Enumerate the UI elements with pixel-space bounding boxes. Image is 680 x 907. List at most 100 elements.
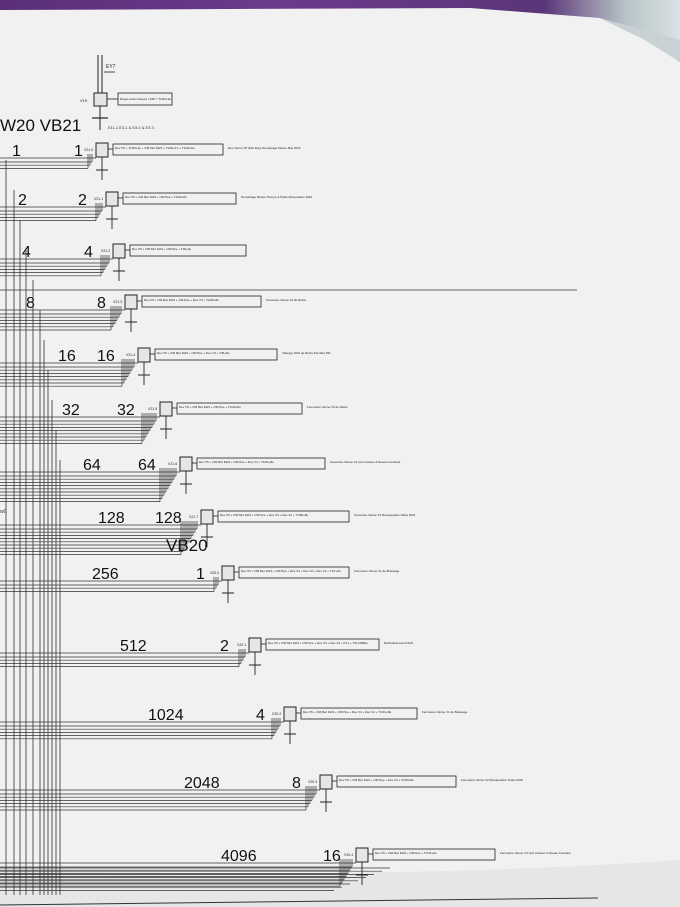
rung-number: 32 bbox=[62, 402, 80, 419]
step-id: V21.0 bbox=[84, 148, 93, 152]
condition-box bbox=[217, 510, 350, 523]
side-label: w0 bbox=[0, 509, 7, 515]
condition-box bbox=[129, 244, 247, 257]
step-box bbox=[179, 456, 193, 472]
step-box bbox=[95, 142, 109, 158]
step-number: 4 bbox=[256, 707, 265, 724]
condition-box bbox=[141, 295, 262, 308]
condition-text: Dev V5 + OM Mot DHS + OM Ppe + Dev V4 + … bbox=[303, 710, 391, 714]
step-id: V21.4 bbox=[126, 353, 135, 357]
condition-text: Dev V5 + OM Mot DHS + OM Ppe + Dev V3 + … bbox=[144, 298, 219, 302]
rung-number: 16 bbox=[58, 348, 76, 365]
condition-text: Dev V5 + OM Mot DHS + OM Ppe + Dev V4 + … bbox=[199, 460, 274, 464]
rung-number: 128 bbox=[98, 510, 125, 527]
step-number: 8 bbox=[292, 775, 301, 792]
top-step-id: V19 bbox=[80, 98, 88, 103]
step-id: V21.2 bbox=[101, 249, 110, 253]
bus-code: E11.1 E3.1 & E3.2 & E3.3 bbox=[108, 125, 155, 130]
condition-text: Dev V5 + T1/60+9u + OM Mot DHS + T1/60+T… bbox=[115, 146, 195, 150]
step-note: Fermeture Vanne V1 de Brassage bbox=[422, 710, 468, 714]
rung-number: 256 bbox=[92, 566, 119, 583]
top-id: EY7 bbox=[106, 64, 116, 70]
step-id: V20.0 bbox=[210, 571, 219, 575]
step-note: Vidange DHS de Refus Pendant 25s bbox=[282, 351, 331, 355]
condition-box bbox=[238, 566, 350, 579]
step-number: 16 bbox=[97, 348, 115, 365]
step-number: 4 bbox=[84, 244, 93, 261]
rung-number: 4096 bbox=[221, 848, 257, 865]
rung-number: 1 bbox=[12, 143, 21, 160]
step-box bbox=[355, 847, 369, 863]
step-note: Fermeture Vanne V1 de Brassage bbox=[354, 569, 400, 573]
step-id: V20.4 bbox=[344, 853, 353, 857]
step-note: Dev Vanne V5 (Mot Dep) Demarrage Moteur … bbox=[228, 146, 300, 150]
paper-fold bbox=[600, 18, 680, 62]
step-box bbox=[319, 774, 333, 790]
step-box bbox=[112, 243, 126, 259]
step-number: 1 bbox=[196, 566, 205, 583]
step-id: V21.6 bbox=[168, 462, 177, 466]
step-box bbox=[159, 401, 173, 417]
condition-box bbox=[122, 192, 237, 205]
condition-box bbox=[196, 457, 326, 470]
step-number: 8 bbox=[97, 295, 106, 312]
step-number: 16 bbox=[323, 848, 341, 865]
step-id: V21.1 bbox=[94, 197, 103, 201]
step-note: Demarrage Moteur Pompe & Pales Alimentat… bbox=[241, 195, 312, 199]
condition-text: Dev V5 + OM Mot DHS + OM Ppe + T1/31+8u bbox=[375, 851, 437, 855]
step-box bbox=[248, 637, 262, 653]
rung-number: 512 bbox=[120, 638, 147, 655]
condition-text: Dev V5 + OM Mot DHS + OM Ppe + T1/60+8u bbox=[179, 405, 241, 409]
step-number: 128 bbox=[155, 510, 182, 527]
condition-box bbox=[336, 775, 457, 788]
step-box bbox=[200, 509, 214, 525]
step-note: Fermeture Vanne V2 Recuperation Pales DH… bbox=[461, 778, 523, 782]
step-note: Fermeture Vanne V4 vers Cuiseur A Niveau… bbox=[500, 851, 571, 855]
step-number: 1 bbox=[74, 143, 83, 160]
condition-box bbox=[372, 848, 496, 861]
step-number: 2 bbox=[78, 192, 87, 209]
top-step-box bbox=[93, 92, 108, 107]
step-number: 2 bbox=[220, 638, 229, 655]
condition-text: Dev V5 + OM Mot DHS + OM Ppe + Dev V4 + … bbox=[339, 778, 414, 782]
condition-text: Dev V5 + OM Mot DHS + OM Ppe + Dev V4 + … bbox=[241, 569, 341, 573]
step-id: V20.2 bbox=[272, 712, 281, 716]
condition-text: Dev V5 + OM Mot DHS + OM Ppe + T1/60+8u bbox=[125, 195, 187, 199]
step-note: Ouverture Vanne V4 vers Cuiseur A Niveau… bbox=[330, 460, 400, 464]
condition-text: Dev V5 + OM Mot DHS + OM Ppe + Dev V4 + … bbox=[268, 641, 368, 645]
condition-box bbox=[112, 143, 224, 156]
step-box bbox=[105, 191, 119, 207]
condition-text: Dev V5 + OM Mot DHS + OM Ppe + T30+9u bbox=[132, 247, 191, 251]
step-box bbox=[124, 294, 138, 310]
paper bbox=[0, 8, 680, 907]
step-box bbox=[283, 706, 297, 722]
step-id: V20.3 bbox=[308, 780, 317, 784]
condition-box bbox=[154, 348, 278, 361]
header-title: W20 VB21 bbox=[0, 116, 81, 135]
step-box bbox=[221, 565, 235, 581]
step-id: V21.5 bbox=[148, 407, 157, 411]
rung-number: 4 bbox=[22, 244, 31, 261]
step-number: 32 bbox=[117, 402, 135, 419]
condition-text: Dev V5 + OM Mot DHS + OM Ppe + Dev V3 + … bbox=[157, 351, 230, 355]
step-note: Refroidissement DHS bbox=[384, 641, 413, 645]
step-number: 64 bbox=[138, 457, 156, 474]
step-id: V21.3 bbox=[113, 300, 122, 304]
top-action-text: Repos Action Repos / DIR = T1/60+9u bbox=[120, 97, 171, 101]
step-note: Fermeture Vanne V3 de Refus bbox=[307, 405, 348, 409]
rung-number: 2 bbox=[18, 192, 27, 209]
separator-line bbox=[0, 897, 599, 906]
rung-number: 1024 bbox=[148, 707, 184, 724]
rung-number: 8 bbox=[26, 295, 35, 312]
step-id: V20.1 bbox=[237, 643, 246, 647]
condition-box bbox=[265, 638, 380, 651]
condition-box bbox=[176, 402, 303, 415]
mid-label: VB20 bbox=[166, 536, 208, 555]
rung-number: 64 bbox=[83, 457, 101, 474]
step-id: V21.7 bbox=[189, 515, 198, 519]
step-box bbox=[137, 347, 151, 363]
step-note: Ouverture Vanne V3 de Refus bbox=[266, 298, 306, 302]
step-note: Ouverture Vanne V2 Recuperation Pales DH… bbox=[354, 513, 415, 517]
